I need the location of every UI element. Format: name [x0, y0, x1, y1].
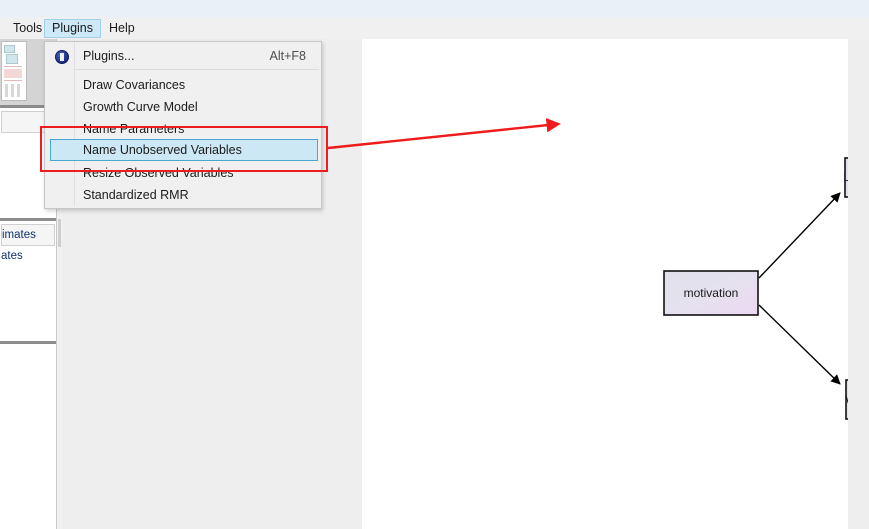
menu-item-draw-covariances[interactable]: Draw Covariances	[46, 74, 320, 96]
menu-item-standardized-rmr-label: Standardized RMR	[83, 188, 189, 202]
thumbnail-shape	[6, 54, 18, 64]
menu-item-name-parameters[interactable]: Name Parameters	[46, 118, 320, 140]
panel-divider[interactable]	[0, 218, 56, 221]
menu-item-plugins[interactable]: Plugins... Alt+F8	[46, 45, 320, 67]
panel-divider[interactable]	[0, 341, 56, 344]
menu-item-resize-observed-variables[interactable]: Resize Observed Variables	[46, 162, 320, 184]
thumbnail-shape	[4, 45, 15, 53]
window-title-strip	[0, 0, 869, 17]
node-motivation[interactable]: motivation	[663, 270, 759, 316]
menu-tools[interactable]: Tools	[13, 21, 43, 35]
left-panel-3[interactable]	[0, 344, 57, 529]
left-panel-estimates[interactable]: imates ates	[0, 221, 57, 341]
diagram-canvas[interactable]: 1 1 1 motivation Leadership_Quality Work…	[362, 39, 869, 529]
thumbnail-bar	[5, 84, 8, 97]
title-strip-right	[809, 0, 869, 17]
menu-gutter-divider	[74, 42, 75, 206]
menu-item-standardized-rmr[interactable]: Standardized RMR	[46, 184, 320, 206]
menu-bar: Tools Plugins Help	[0, 17, 869, 40]
thumbnail-bar	[17, 84, 20, 97]
path-motivation-to-leadership[interactable]	[758, 192, 841, 279]
menu-item-plugins-accelerator: Alt+F8	[269, 49, 306, 63]
menu-plugins[interactable]: Plugins	[44, 19, 101, 38]
plugins-dropdown-menu[interactable]: Plugins... Alt+F8 Draw Covariances Growt…	[44, 41, 322, 209]
node-motivation-label: motivation	[684, 286, 739, 300]
plugin-circle-icon	[55, 50, 69, 64]
left-panel-estimates-header: imates	[1, 224, 55, 246]
canvas-right-margin	[848, 39, 869, 529]
annotation-arrow	[327, 118, 561, 150]
menu-separator	[74, 69, 319, 70]
thumbnail-bar	[11, 84, 14, 97]
menu-item-resize-observed-variables-label: Resize Observed Variables	[83, 166, 234, 180]
thumbnail-line	[4, 66, 22, 67]
menu-item-plugins-label: Plugins...	[83, 49, 135, 63]
left-panel-estimates-row[interactable]: ates	[1, 250, 23, 262]
panel-divider[interactable]	[0, 105, 56, 108]
menu-item-name-unobserved-variables[interactable]: Name Unobserved Variables	[50, 139, 318, 161]
menu-item-draw-covariances-label: Draw Covariances	[83, 78, 186, 92]
thumbnail-shape	[4, 69, 22, 78]
splitter-grip[interactable]	[58, 219, 61, 247]
menu-item-growth-curve-model[interactable]: Growth Curve Model	[46, 96, 320, 118]
menu-icon-gutter	[45, 42, 74, 206]
menu-item-name-unobserved-variables-label: Name Unobserved Variables	[83, 143, 242, 157]
model-thumbnail-preview	[1, 41, 27, 101]
path-arrows	[758, 192, 841, 385]
menu-item-name-parameters-label: Name Parameters	[83, 122, 185, 136]
menu-item-growth-curve-model-label: Growth Curve Model	[83, 100, 198, 114]
menu-help[interactable]: Help	[109, 21, 135, 35]
path-motivation-to-work-environment[interactable]	[758, 304, 841, 385]
annotation-arrow-line	[327, 118, 561, 150]
thumbnail-line	[4, 80, 22, 81]
